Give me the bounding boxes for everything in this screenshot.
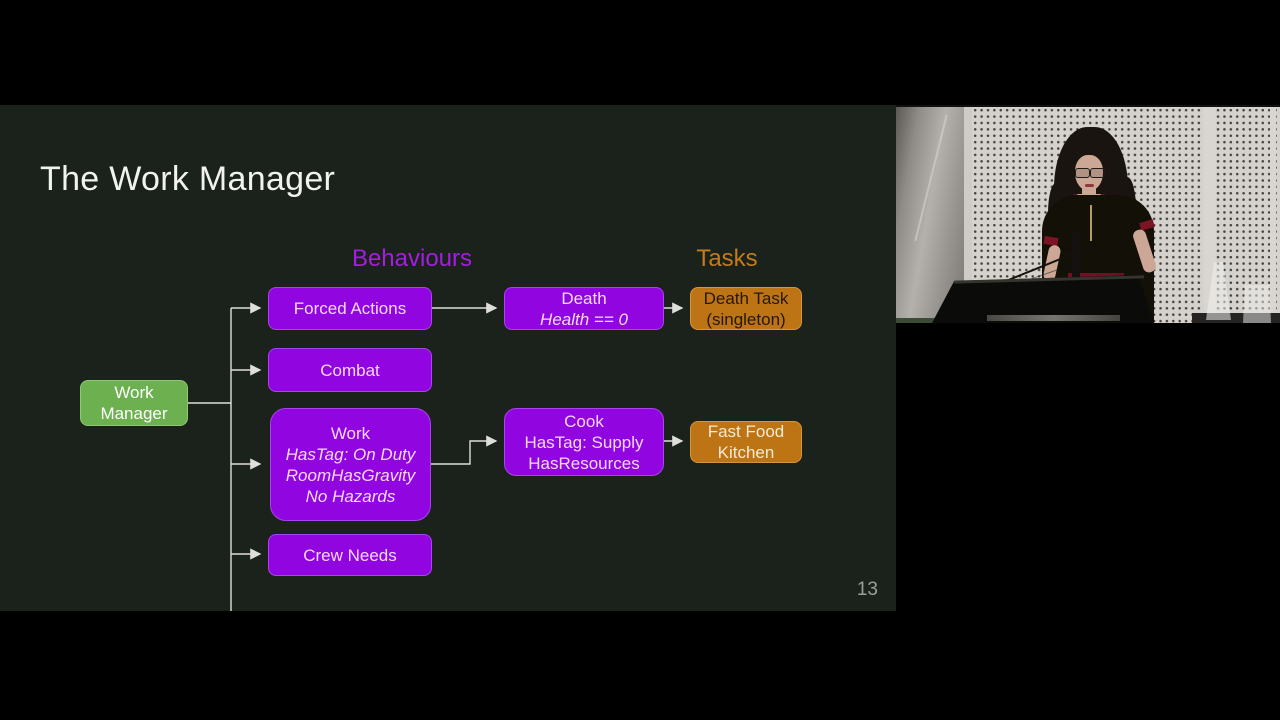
work-manager-line1: Work: [114, 383, 154, 402]
wall-corner-strip: [964, 107, 972, 323]
death-node-title: Death: [561, 288, 607, 308]
work-manager-node: Work Manager: [80, 380, 188, 426]
flowchart-connectors: [188, 302, 684, 611]
work-node: Work HasTag: On Duty RoomHasGravity No H…: [270, 408, 431, 521]
crew-needs-node: Crew Needs: [268, 534, 432, 576]
video-top-edge: [896, 105, 1280, 107]
cook-line2: HasTag: Supply: [524, 432, 644, 452]
crew-needs-label: Crew Needs: [303, 545, 397, 565]
death-task-node: Death Task (singleton): [690, 287, 802, 330]
wall-panel-seam: [1270, 107, 1276, 323]
death-task-line2: (singleton): [706, 309, 786, 329]
presenter-glasses: [1090, 168, 1105, 178]
slide-page-number: 13: [856, 579, 878, 600]
work-node-title: Work: [330, 423, 371, 443]
forced-actions-node: Forced Actions: [268, 287, 432, 330]
microphone-stand: [1072, 233, 1080, 279]
water-glass: [1243, 285, 1271, 323]
fast-food-kitchen-node: Fast Food Kitchen: [690, 421, 802, 463]
behaviours-column-label: Behaviours: [351, 245, 473, 272]
presentation-slide: The Work Manager Behaviours Tasks: [0, 105, 896, 611]
presenter-necklace: [1090, 205, 1092, 241]
presenter-lips: [1085, 184, 1094, 187]
speaker-video-thumbnail: [896, 105, 1280, 323]
work-condition-3: No Hazards: [305, 486, 396, 506]
death-task-line1: Death Task: [703, 288, 789, 308]
combat-node: Combat: [268, 348, 432, 392]
lectern-metal-strip: [987, 315, 1120, 321]
fast-food-kitchen-line2: Kitchen: [717, 443, 775, 462]
forced-actions-label: Forced Actions: [293, 299, 407, 318]
work-condition-2: RoomHasGravity: [285, 465, 416, 485]
cook-node-title: Cook: [564, 411, 604, 431]
combat-label: Combat: [320, 360, 380, 380]
fast-food-kitchen-line1: Fast Food: [707, 422, 785, 441]
cook-line3: HasResources: [528, 453, 640, 473]
work-manager-line2: Manager: [100, 404, 168, 423]
tasks-column-label: Tasks: [696, 245, 758, 272]
presenter-glasses: [1075, 168, 1090, 178]
wall-panel-seam: [1204, 107, 1216, 323]
death-node: Death Health == 0: [504, 287, 664, 330]
work-condition-1: HasTag: On Duty: [285, 444, 416, 464]
death-condition: Health == 0: [540, 309, 628, 329]
table-ledge: [1192, 313, 1280, 323]
slide-title: The Work Manager: [40, 160, 336, 198]
cook-node: Cook HasTag: Supply HasResources: [504, 408, 664, 476]
